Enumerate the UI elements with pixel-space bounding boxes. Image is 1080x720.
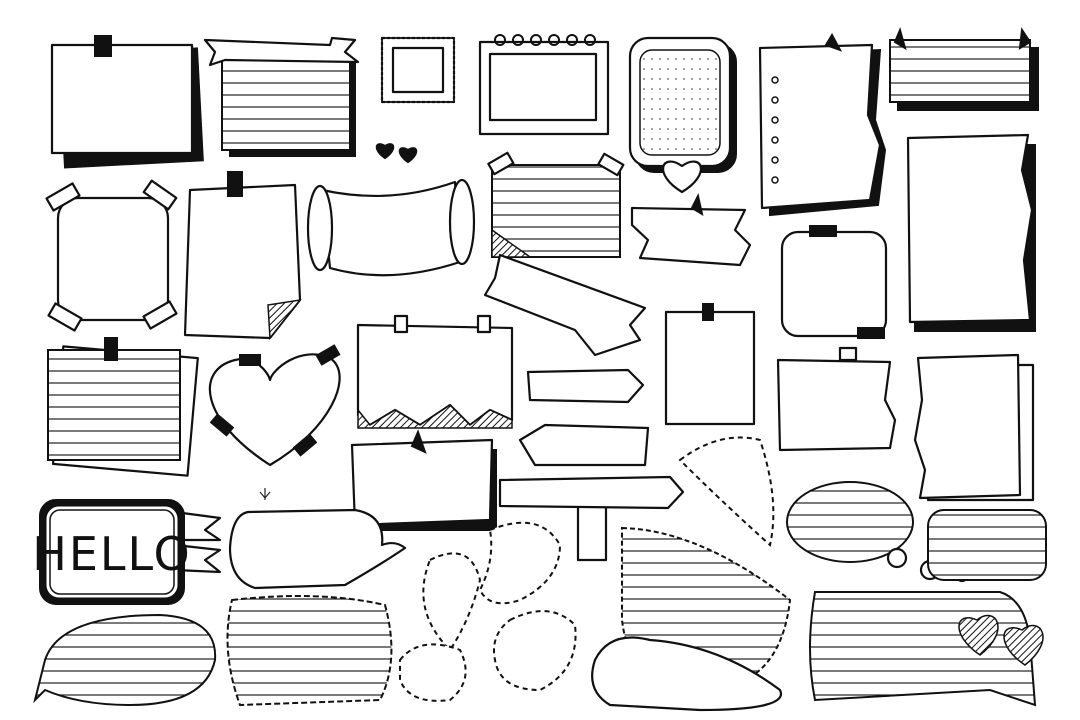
- sticky-note-stack: [50, 35, 204, 169]
- wooden-signpost: [498, 368, 685, 562]
- hearts-pair: [375, 143, 418, 164]
- ribbon-lined-note: [203, 36, 360, 157]
- torn-page-stack: [913, 353, 1035, 502]
- lined-large-bubble: [809, 591, 1037, 707]
- lined-speech-bubble: [927, 509, 1047, 581]
- outline-speech-bubble: [591, 636, 783, 712]
- torn-paper-strip: [483, 253, 647, 357]
- stamp-frame: [380, 36, 456, 104]
- lined-note-stack: [47, 337, 199, 477]
- hello-sign: HELLO: [32, 499, 222, 605]
- torn-pinned-paper: [630, 193, 752, 267]
- pinned-torn-note: [776, 346, 897, 452]
- heart-speech-bubble: [628, 36, 737, 194]
- leaf-shaped-note: [678, 436, 775, 547]
- whale-bubble: [228, 488, 407, 590]
- pinned-lined-banner: [889, 26, 1039, 111]
- paper-scroll: [306, 178, 476, 277]
- spiral-notepad: [478, 34, 610, 136]
- hello-text: HELLO: [32, 527, 191, 581]
- dashed-thought-bubbles: [399, 521, 577, 702]
- clipped-page: [664, 303, 756, 426]
- torn-tall-page: [906, 133, 1036, 332]
- pinned-note: [350, 429, 497, 531]
- ring-binder-page: [758, 32, 887, 217]
- lined-left-bubble: [33, 613, 217, 707]
- taped-corner-frame: [45, 179, 178, 332]
- lined-dashed-bubble: [226, 595, 393, 707]
- taped-rounded-square: [780, 225, 888, 339]
- clipped-paper: [183, 171, 302, 341]
- hatched-hearts: [958, 614, 1044, 666]
- taped-lined-note: [487, 151, 625, 258]
- taped-torn-note: [356, 314, 514, 429]
- taped-heart-frame: [208, 344, 341, 467]
